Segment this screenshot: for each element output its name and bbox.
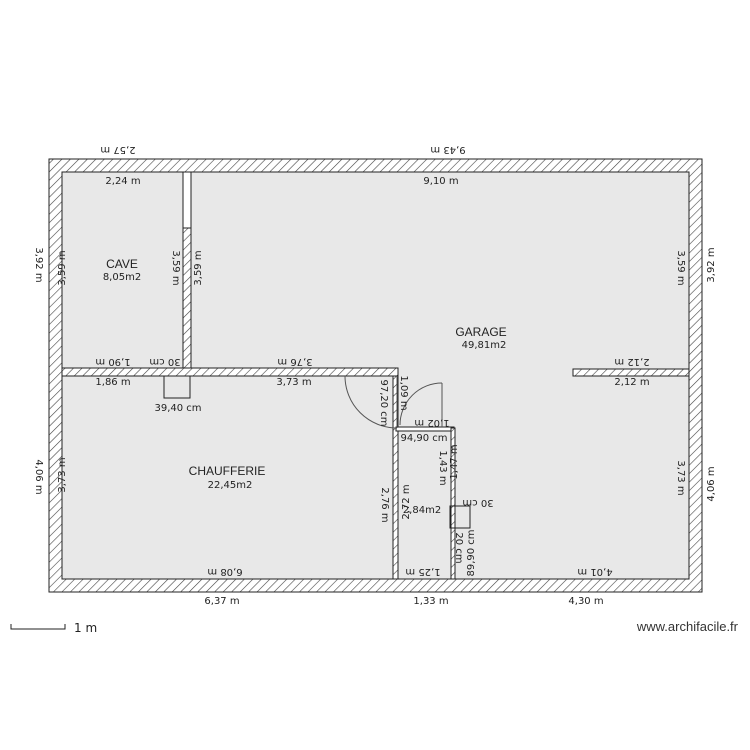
dim: 30 cm (462, 497, 493, 508)
dim: 20 cm (453, 532, 464, 563)
dim: 9,10 m (423, 176, 458, 187)
dim: 3,76 m (277, 356, 312, 367)
dim: 4,01 m (577, 566, 612, 577)
chaufferie-top-wall (61, 367, 399, 377)
room-area-garage: 49,81m2 (462, 340, 507, 351)
room-area-closet: 2,84m2 (403, 505, 441, 516)
room-area-cave: 8,05m2 (103, 272, 141, 283)
dim: 3,59 m (193, 250, 204, 285)
cave-window (182, 171, 192, 229)
dim: 3,92 m (706, 247, 717, 282)
dim: 30 cm (149, 356, 180, 367)
dim: 1,25 m (405, 566, 440, 577)
cave-wall (182, 227, 192, 369)
dim: 1,09 m (398, 375, 409, 410)
watermark: www.archifacile.fr (636, 619, 739, 634)
dim: 3,59 m (675, 250, 686, 285)
scale-bar: 1 m (10, 621, 97, 635)
dim: 1,33 m (413, 596, 448, 607)
dim: 3,59 m (57, 250, 68, 285)
dim: 1,90 m (95, 356, 130, 367)
dim: 2,76 m (379, 487, 390, 522)
dim: 89,90 cm (466, 529, 477, 576)
dim: 2,57 m (100, 144, 135, 155)
scale-label: 1 m (74, 621, 97, 635)
dim: 4,30 m (568, 596, 603, 607)
dim: 3,92 m (33, 247, 44, 282)
room-name-garage: GARAGE (455, 325, 506, 339)
dim: 97,20 cm (378, 379, 389, 426)
dim: 1,47 m (449, 444, 460, 479)
room-area-chaufferie: 22,45m2 (208, 480, 253, 491)
dim: 3,73 m (675, 460, 686, 495)
closet-right-wall (450, 427, 456, 580)
dim: 6,08 m (207, 566, 242, 577)
room-name-cave: CAVE (106, 257, 138, 271)
garage-stub-wall (572, 368, 690, 377)
chaufferie-door-swing (344, 375, 398, 429)
dim: 2,72 m (401, 484, 412, 519)
dim: 4,06 m (33, 459, 44, 494)
doors (344, 375, 443, 429)
interior-walls (61, 171, 690, 580)
dim: 2,12 m (614, 377, 649, 388)
dim: 1,02 m (414, 417, 449, 428)
dim: 9,43 m (430, 144, 465, 155)
dim: 4,06 m (706, 466, 717, 501)
closet-door-swing (399, 382, 443, 426)
dim: 3,73 m (276, 377, 311, 388)
chimney-box-1 (163, 375, 191, 399)
chimney-box-2 (449, 505, 471, 529)
dim: 2,12 m (614, 356, 649, 367)
dim: 3,59 m (170, 250, 181, 285)
dim: 39,40 cm (154, 403, 201, 414)
dimension-labels: 2,57 m 9,43 m 2,24 m 9,10 m 3,92 m 4,06 … (33, 144, 717, 607)
dim: 3,73 m (57, 457, 68, 492)
dim: 2,24 m (105, 176, 140, 187)
closet-left-wall (392, 375, 399, 580)
dim: 1,43 m (437, 450, 448, 485)
dim: 1,86 m (95, 377, 130, 388)
dim: 6,37 m (204, 596, 239, 607)
dim: 94,90 cm (400, 433, 447, 444)
room-name-chaufferie: CHAUFFERIE (189, 464, 266, 478)
